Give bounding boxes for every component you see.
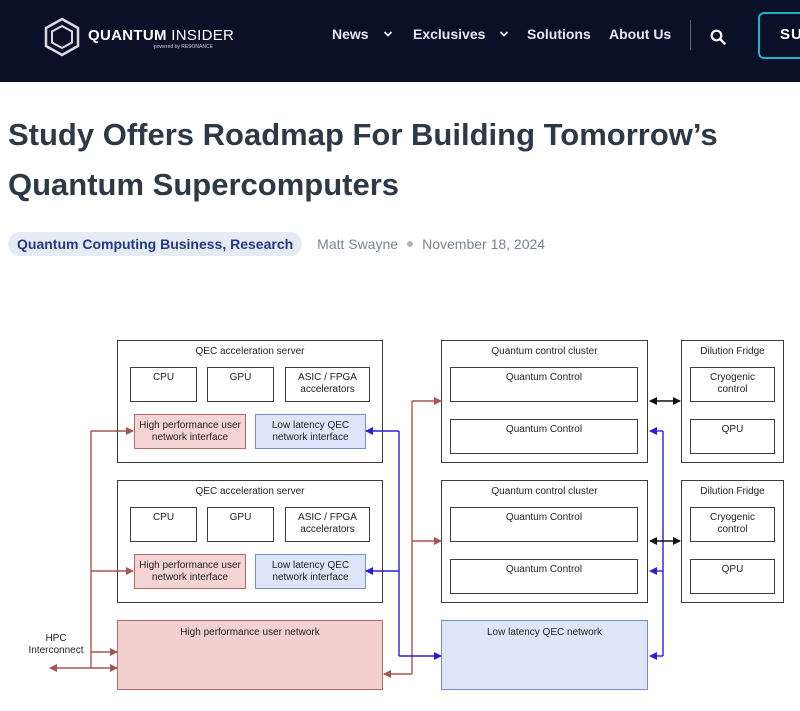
cpu-box: CPU (130, 367, 197, 402)
author-name[interactable]: Matt Swayne (317, 236, 399, 252)
gpu-box: GPU (207, 507, 274, 542)
hp-wires (49, 397, 442, 678)
separator-dot (407, 241, 414, 247)
architecture-diagram: QEC acceleration server CPU GPU ASIC / F… (0, 280, 800, 711)
connection-wires (49, 397, 681, 678)
nav-divider (690, 20, 691, 50)
quantum-control-cluster-1: Quantum control cluster Quantum Control … (441, 340, 648, 463)
ll-qec-network: Low latency QEC network (441, 620, 648, 690)
cluster-title: Quantum control cluster (491, 486, 598, 497)
top-nav-bar: QUANTUM INSIDER powered by RESONANCE New… (0, 0, 800, 82)
qec-acceleration-server-1: QEC acceleration server CPU GPU ASIC / F… (117, 340, 383, 463)
qpu-box: QPU (690, 559, 775, 594)
publish-date: November 18, 2024 (422, 236, 546, 252)
chevron-down-icon (500, 31, 509, 37)
cluster-title: Quantum control cluster (491, 346, 598, 357)
nav-item-exclusives[interactable]: Exclusives (413, 26, 509, 42)
server-title: QEC acceleration server (195, 346, 305, 357)
logo-wordmark: QUANTUM INSIDER (88, 27, 235, 44)
server-title: QEC acceleration server (195, 486, 305, 497)
site-logo[interactable]: QUANTUM INSIDER powered by RESONANCE (42, 17, 242, 57)
quantum-control-box: Quantum Control (450, 559, 638, 594)
quantum-control-box: Quantum Control (450, 507, 638, 542)
search-icon[interactable] (710, 29, 726, 45)
cpu-box: CPU (130, 507, 197, 542)
qec-acceleration-server-2: QEC acceleration server CPU GPU ASIC / F… (117, 480, 383, 603)
fridge-title: Dilution Fridge (700, 346, 765, 357)
chevron-down-icon (383, 31, 392, 37)
category-tag[interactable]: Quantum Computing Business, Research (8, 232, 303, 256)
qpu-box: QPU (690, 419, 775, 454)
quantum-control-box: Quantum Control (450, 419, 638, 454)
control-fridge-links (649, 397, 681, 545)
logo-tagline: powered by RESONANCE (154, 44, 213, 50)
quantum-control-box: Quantum Control (450, 367, 638, 402)
gpu-box: GPU (207, 367, 274, 402)
nav-item-news[interactable]: News (332, 26, 393, 42)
article-meta: Quantum Computing Business, Research Mat… (8, 231, 545, 257)
nav-item-solutions[interactable]: Solutions (527, 26, 591, 42)
hexagon-logo-icon (44, 17, 80, 57)
article-title: Study Offers Roadmap For Building Tomorr… (8, 117, 718, 202)
subscribe-button[interactable]: SU (758, 12, 800, 59)
fridge-title: Dilution Fridge (700, 486, 765, 497)
ll-wires (365, 427, 664, 660)
hp-user-network: High performance user network (117, 620, 383, 690)
nav-item-about-us[interactable]: About Us (609, 26, 672, 42)
quantum-control-cluster-2: Quantum control cluster Quantum Control … (441, 480, 648, 603)
